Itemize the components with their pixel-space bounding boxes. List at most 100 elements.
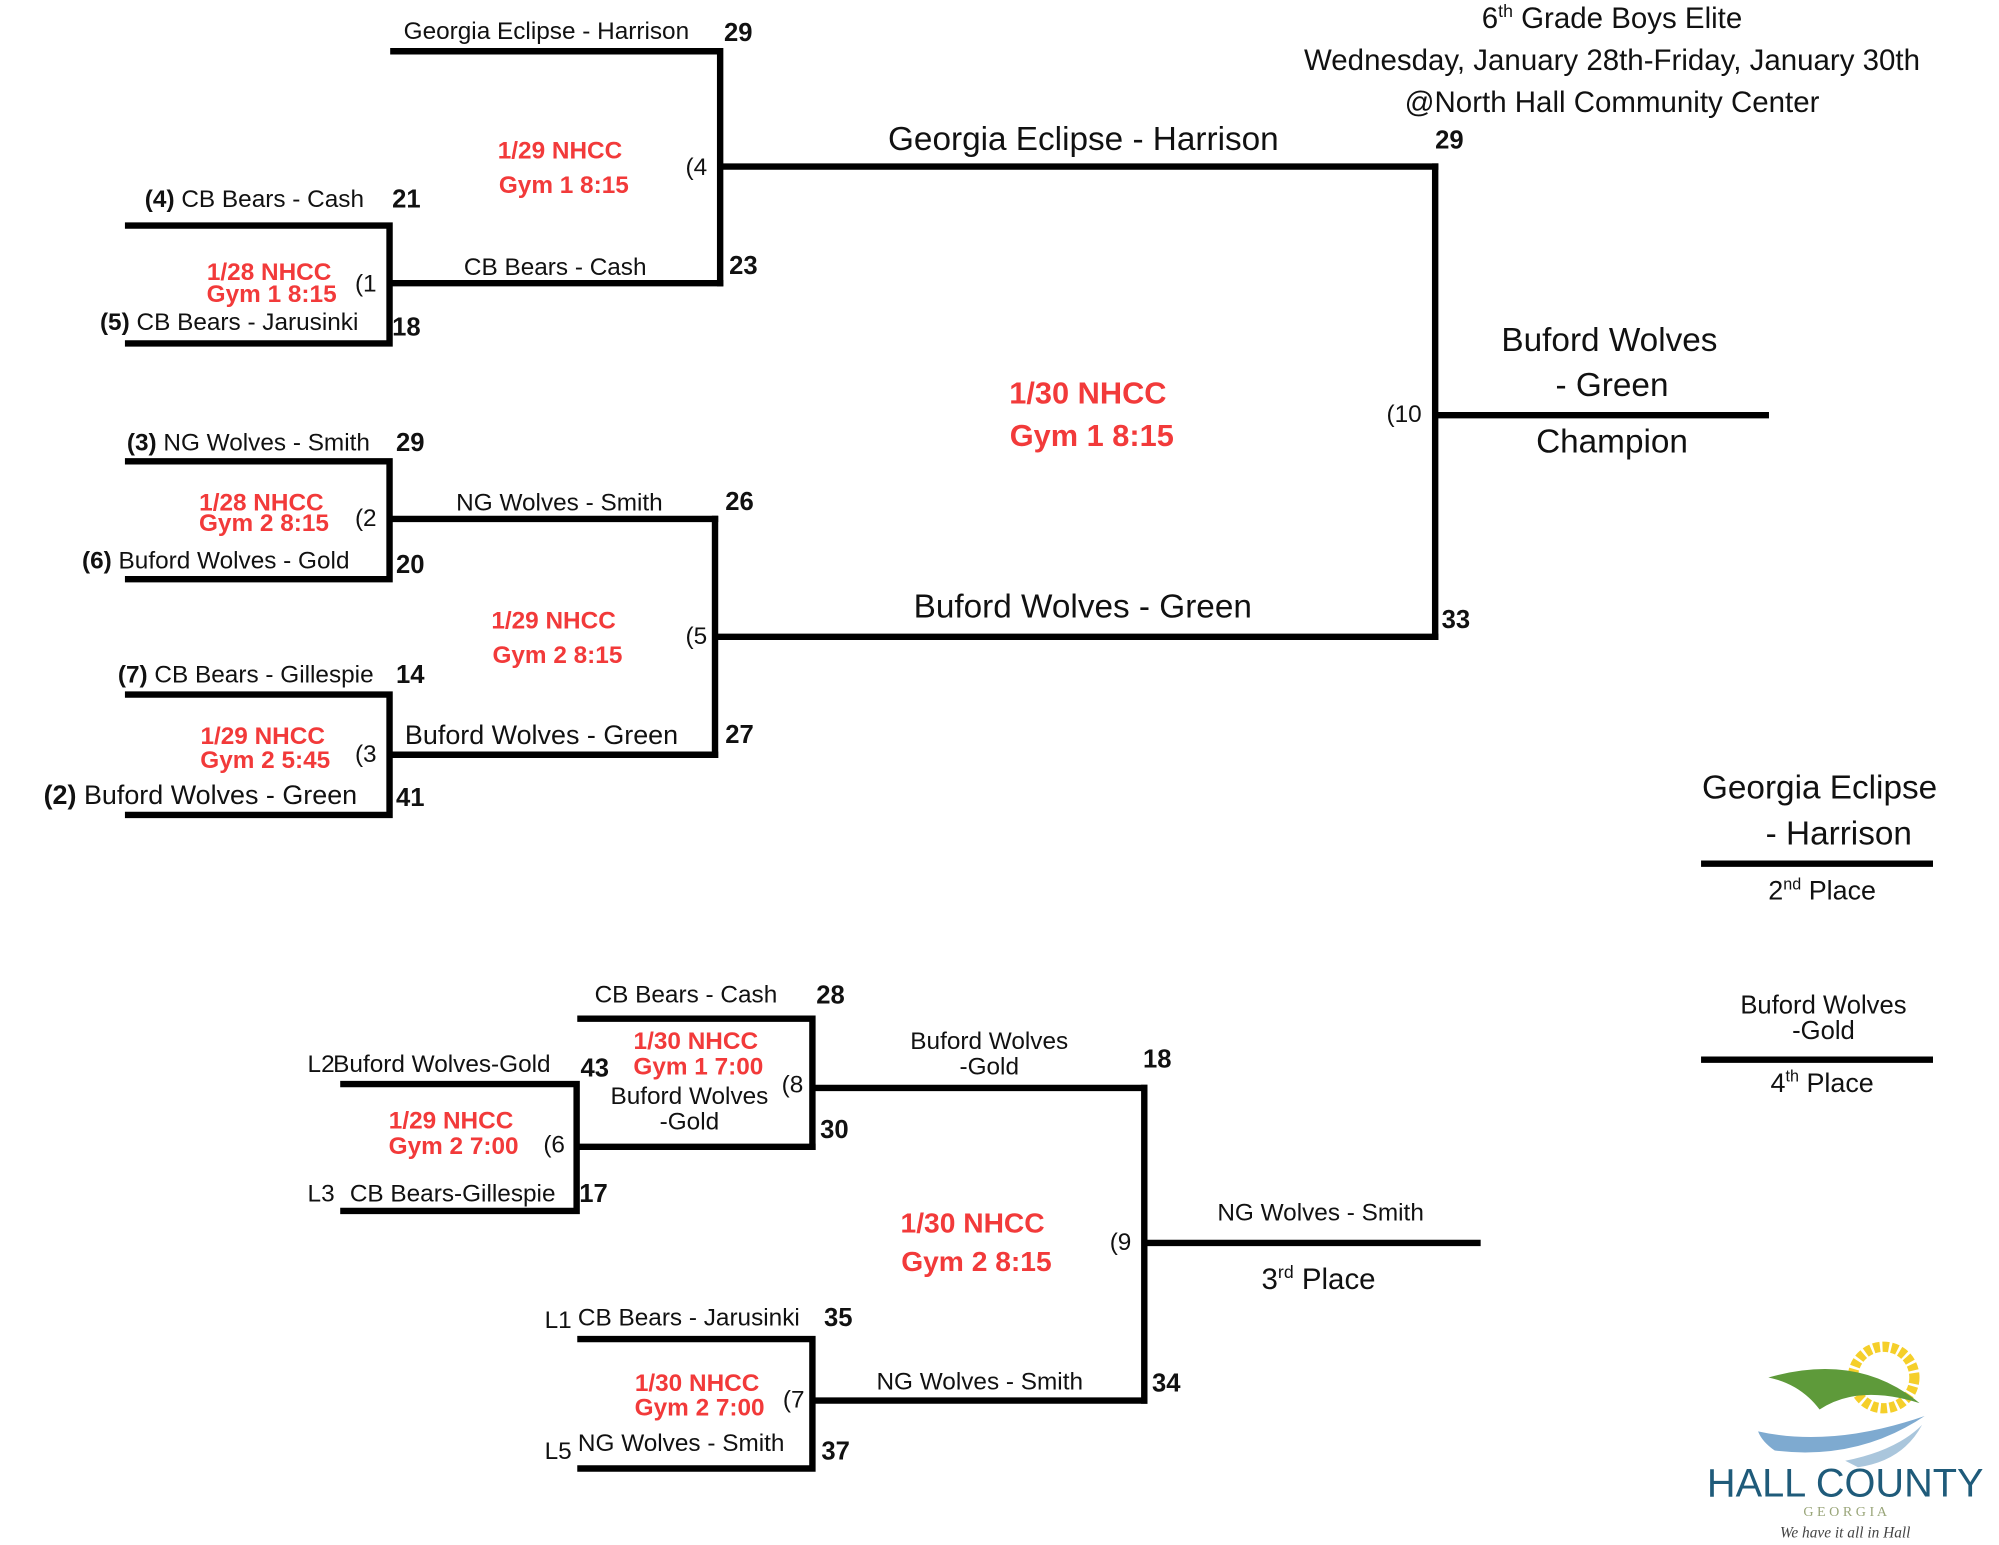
game8-bracket [577,1015,1148,1151]
team-name: CB Bears - Jarusinki [136,309,359,337]
team-name: NG Wolves - Smith [456,490,663,518]
game-schedule: Gym 2 7:00 [388,1133,519,1161]
game-number: (5 [685,623,708,651]
team-name: Buford Wolves - Green [913,586,1252,626]
game-schedule: 1/29 NHCC [388,1107,514,1135]
score: 18 [392,313,421,343]
game10-bracket [1431,163,1769,641]
team-name: -Gold [959,1053,1020,1081]
game-schedule: 1/30 NHCC [1009,376,1167,412]
second-place-label: 2nd Place [1768,875,1877,906]
game-schedule: Gym 2 8:15 [492,642,623,670]
game-schedule: Gym 2 8:15 [901,1245,1052,1278]
score: 29 [723,19,753,48]
header-dates: Wednesday, January 28th-Friday, January … [1304,42,1920,77]
game-schedule: Gym 1 8:15 [498,172,629,200]
game-schedule: 1/30 NHCC [633,1028,759,1056]
team-name: Buford Wolves [610,1083,769,1111]
seed: (6) [82,547,112,575]
game-schedule: Gym 1 7:00 [633,1053,764,1081]
game-number: (8 [781,1071,804,1099]
game-schedule: 1/29 NHCC [491,608,616,635]
score: 29 [1435,126,1464,156]
svg-text:HALL COUNTY: HALL COUNTY [1707,1462,1984,1506]
game2-bracket [124,458,719,583]
fourth-place-team: -Gold [1792,1017,1855,1046]
game-schedule: 1/29 NHCC [497,137,623,165]
game1-bracket [124,222,724,347]
third-place-team: NG Wolves - Smith [1217,1200,1424,1227]
game-schedule: 1/30 NHCC [634,1370,760,1398]
team-name: CB Bears - Cash [594,982,778,1010]
score: 41 [395,784,425,813]
team-entry: (5) CB Bears - Jarusinki [100,311,358,335]
seed: (4) [144,186,175,214]
game-schedule: Gym 2 8:15 [198,510,329,538]
team-name: Buford Wolves-Gold [333,1051,551,1079]
team-name: CB Bears - Jarusinki [577,1305,800,1333]
score: 23 [729,252,758,281]
game-schedule: Gym 1 8:15 [206,281,337,309]
game6-bracket [340,1080,816,1215]
score: 14 [395,661,425,690]
game-number: (4 [685,154,708,182]
slot-label: L5 [544,1438,572,1466]
game9-bracket [1141,1084,1481,1404]
score: 18 [1143,1045,1172,1074]
score: 26 [725,488,754,517]
fourth-place-team: Buford Wolves [1740,991,1907,1020]
game-schedule: Gym 2 7:00 [634,1394,765,1422]
score: 35 [823,1304,853,1333]
team-name: CB Bears-Gillespie [349,1180,556,1208]
second-place-team: Georgia Eclipse [1701,767,1938,807]
game4-bracket [390,48,1439,287]
second-place-team: - Harrison [1765,813,1912,853]
team-entry: (6) Buford Wolves - Gold [82,549,349,573]
team-name: NG Wolves - Smith [876,1369,1084,1397]
team-name: NG Wolves - Smith [163,429,370,457]
team-name: CB Bears - Cash [181,186,364,214]
seed: (7) [117,661,148,689]
team-name: Buford Wolves - Green [404,720,679,751]
score: 20 [395,551,425,580]
game-schedule: Gym 2 5:45 [200,747,331,775]
game3-bracket [124,691,719,819]
game-schedule: 1/28 NHCC [199,490,324,518]
score: 28 [816,981,845,1010]
team-entry: (4) CB Bears - Cash [145,188,364,212]
game-number: (1 [354,271,377,298]
seed: (3) [126,429,157,457]
game-schedule: Gym 1 8:15 [1009,419,1174,454]
header-venue: @North Hall Community Center [1404,85,1820,119]
team-entry: (3) NG Wolves - Smith [127,431,370,455]
seed: (2) [43,781,77,811]
svg-text:We have it all in Hall: We have it all in Hall [1780,1525,1910,1542]
champion-label: Champion [1536,421,1688,461]
slot-label: L2 [307,1051,335,1079]
game-number: (2 [354,505,377,533]
score: 43 [580,1054,609,1083]
game5-bracket [711,515,1439,758]
team-entry: (7) CB Bears - Gillespie [118,663,374,687]
game-schedule: 1/29 NHCC [200,723,325,751]
team-name: Georgia Eclipse - Harrison [403,18,690,46]
score: 29 [395,429,425,458]
champion-team: - Green [1555,365,1669,404]
team-name: CB Bears - Gillespie [154,661,374,689]
score: 33 [1441,606,1471,635]
game-number: (6 [543,1132,565,1160]
score: 34 [1151,1369,1181,1399]
champion-team: Buford Wolves [1501,320,1718,359]
game-number: (7 [782,1387,805,1415]
fourth-place-label: 4th Place [1770,1067,1874,1099]
game-number: (9 [1109,1229,1132,1257]
team-entry: (2) Buford Wolves - Green [44,782,358,809]
slot-label: L3 [307,1180,335,1208]
score: 21 [392,185,421,214]
slot-label: L1 [544,1307,572,1335]
team-name: Buford Wolves - Green [83,781,358,811]
header-title: 6th Grade Boys Elite [1481,1,1743,35]
game-number: (10 [1386,401,1422,429]
